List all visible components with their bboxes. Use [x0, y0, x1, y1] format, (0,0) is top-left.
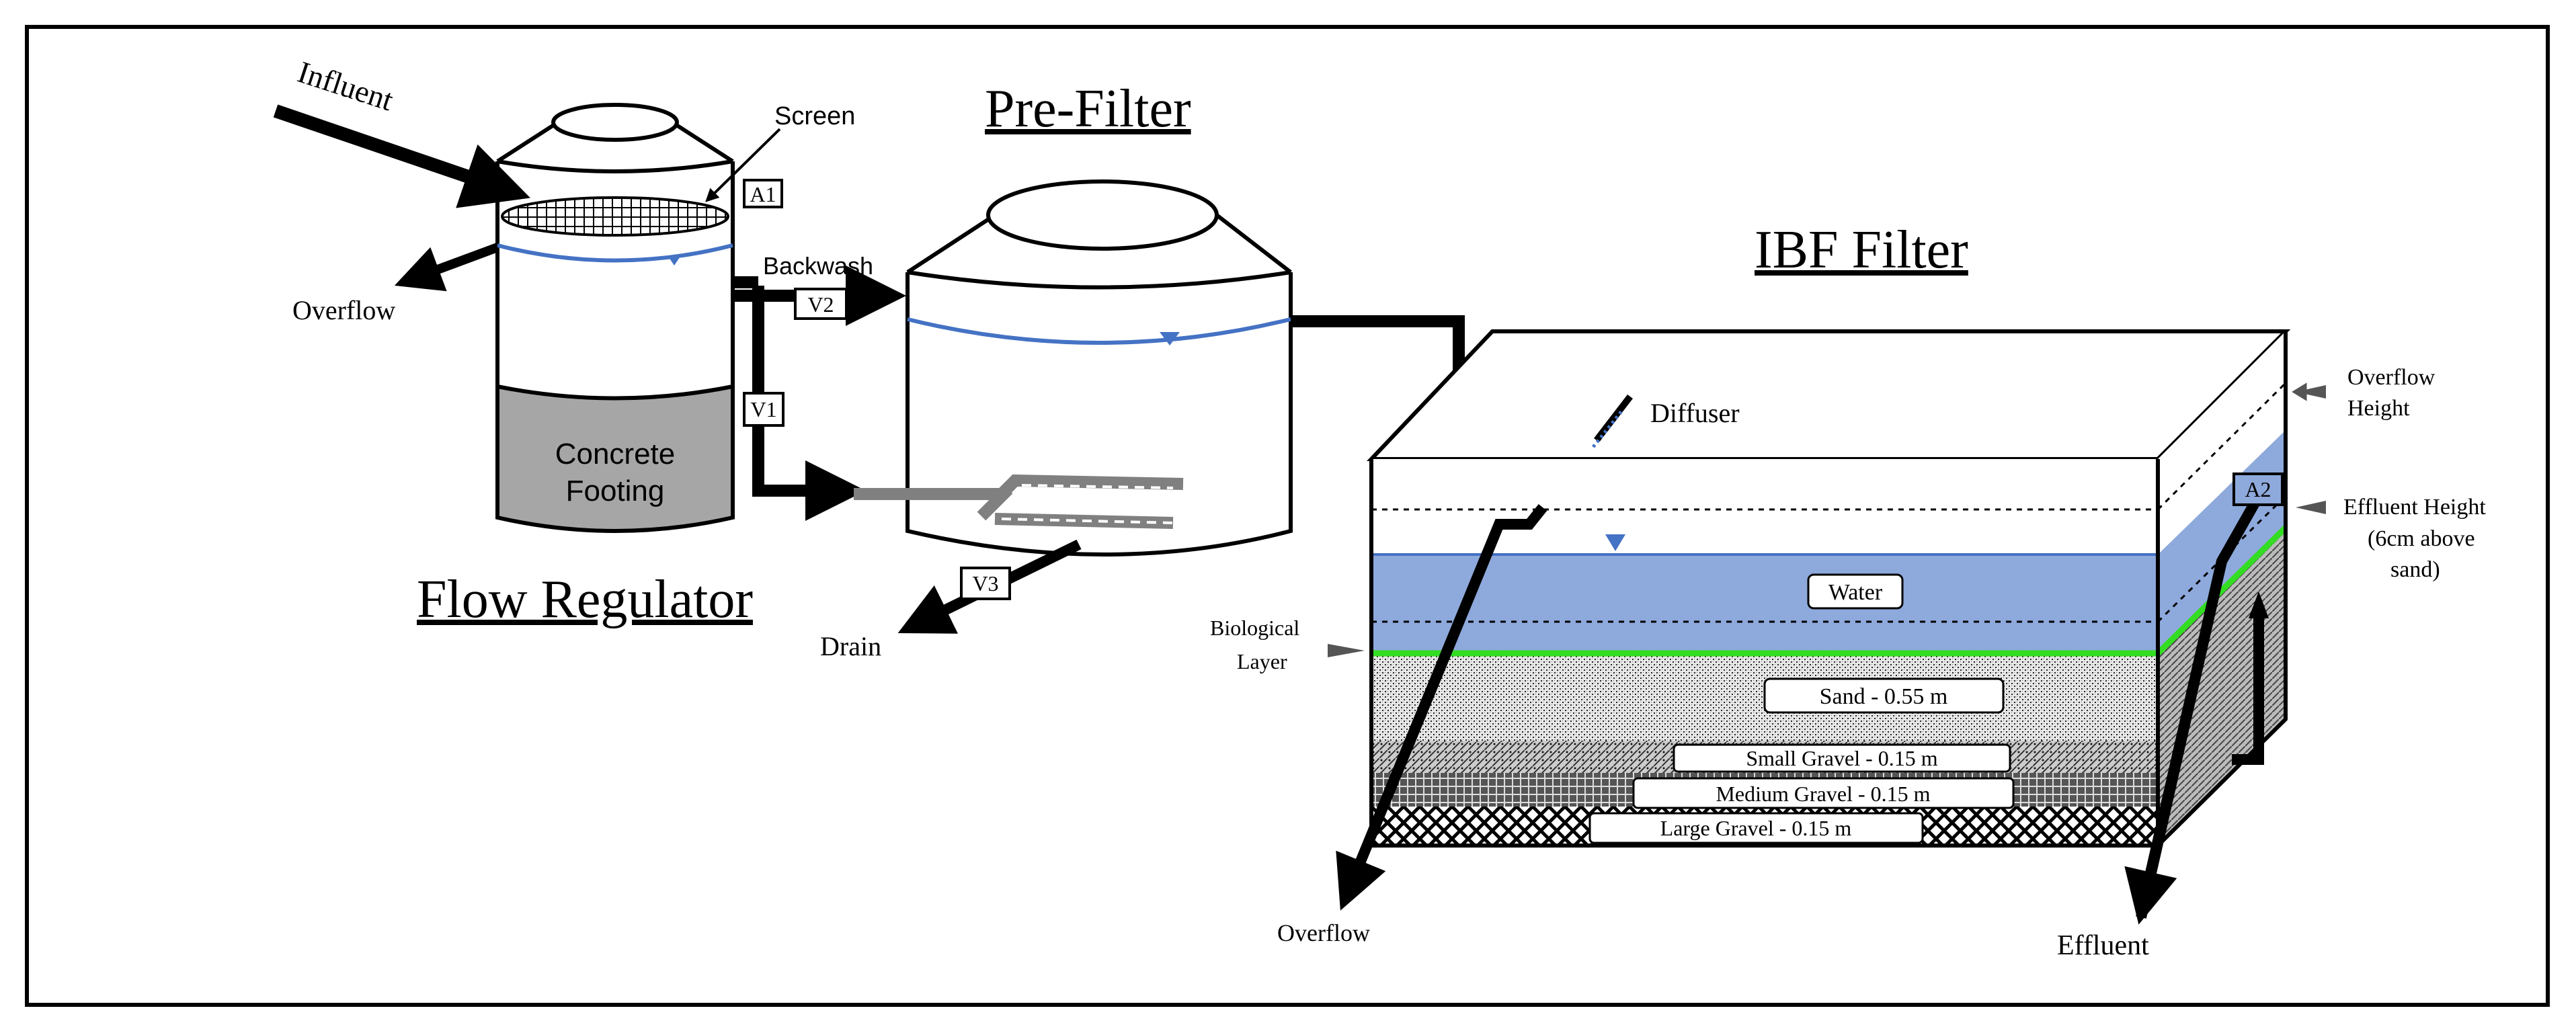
diffuser [1592, 394, 1633, 448]
svg-text:V3: V3 [972, 571, 998, 595]
outer-frame [25, 25, 2550, 1007]
layer-label-large-gravel: Large Gravel - 0.15 m [1588, 812, 1924, 844]
title-ibf-filter: IBF Filter [1755, 220, 1968, 280]
label-overflow-height-1: Overflow [2347, 365, 2436, 390]
svg-text:Large Gravel - 0.15 m: Large Gravel - 0.15 m [1660, 816, 1852, 840]
pre-filter-tank [854, 179, 1293, 557]
prefilter-water-marker [1160, 332, 1180, 345]
ibf-overflow-pipe [1336, 504, 1547, 911]
svg-text:V2: V2 [807, 292, 834, 317]
regulator-water-line [497, 243, 733, 263]
title-flow-regulator: Flow Regulator [417, 570, 753, 629]
screen-pointer [705, 128, 781, 202]
effluent-height-pointer [2296, 501, 2326, 514]
label-effluent-height-1: Effluent Height [2343, 495, 2486, 520]
biological-layer-side [2155, 525, 2288, 656]
label-biological-2: Layer [1237, 649, 1287, 673]
label-effluent-height-3: sand) [2390, 557, 2440, 582]
label-diffuser: Diffuser [1650, 398, 1740, 428]
label-footing-2: Footing [566, 475, 665, 507]
svg-text:A2: A2 [2245, 477, 2271, 501]
label-overflow-regulator: Overflow [292, 295, 395, 325]
label-effluent: Effluent [2057, 930, 2149, 961]
v1-pipe [752, 286, 866, 521]
svg-text:Sand - 0.55 m: Sand - 0.55 m [1820, 684, 1948, 709]
water-level-marker [668, 255, 681, 265]
water-layer-front [1371, 554, 2158, 653]
tag-v3: V3 [960, 567, 1011, 600]
layer-label-medium-gravel: Medium Gravel - 0.15 m [1632, 777, 2015, 809]
label-screen: Screen [774, 102, 855, 130]
label-influent: Influent [294, 54, 397, 118]
label-overflow-bottom: Overflow [1277, 919, 1370, 946]
biological-layer-pointer [1328, 644, 1365, 657]
label-backwash: Backwash [763, 252, 873, 280]
svg-text:Water: Water [1828, 580, 1883, 605]
prefilter-water-line [907, 317, 1291, 345]
influent-pipe [273, 104, 530, 208]
label-overflow-height-2: Height [2347, 396, 2410, 421]
label-drain: Drain [820, 631, 881, 661]
svg-text:A1: A1 [750, 182, 776, 206]
regulator-overflow-pipe [394, 243, 499, 292]
label-concrete: Concrete [555, 438, 676, 470]
layer-label-sand: Sand - 0.55 m [1763, 677, 2005, 714]
screen-mesh [501, 196, 729, 237]
svg-text:V1: V1 [750, 397, 776, 421]
tag-v1: V1 [743, 392, 784, 427]
title-pre-filter: Pre-Filter [985, 79, 1191, 138]
tag-a1: A1 [743, 179, 783, 208]
svg-text:Small Gravel - 0.15 m: Small Gravel - 0.15 m [1746, 746, 1937, 770]
layer-label-small-gravel: Small Gravel - 0.15 m [1673, 743, 2011, 773]
flow-regulator-tank [495, 103, 735, 533]
label-biological-1: Biological [1210, 616, 1299, 640]
svg-text:Medium Gravel - 0.15 m: Medium Gravel - 0.15 m [1716, 782, 1930, 806]
ibf-water-marker [1605, 534, 1625, 551]
layer-label-water: Water [1807, 573, 1904, 610]
tag-v2: V2 [794, 288, 848, 320]
tag-a2: A2 [2232, 473, 2284, 506]
label-effluent-height-2: (6cm above [2368, 526, 2475, 551]
